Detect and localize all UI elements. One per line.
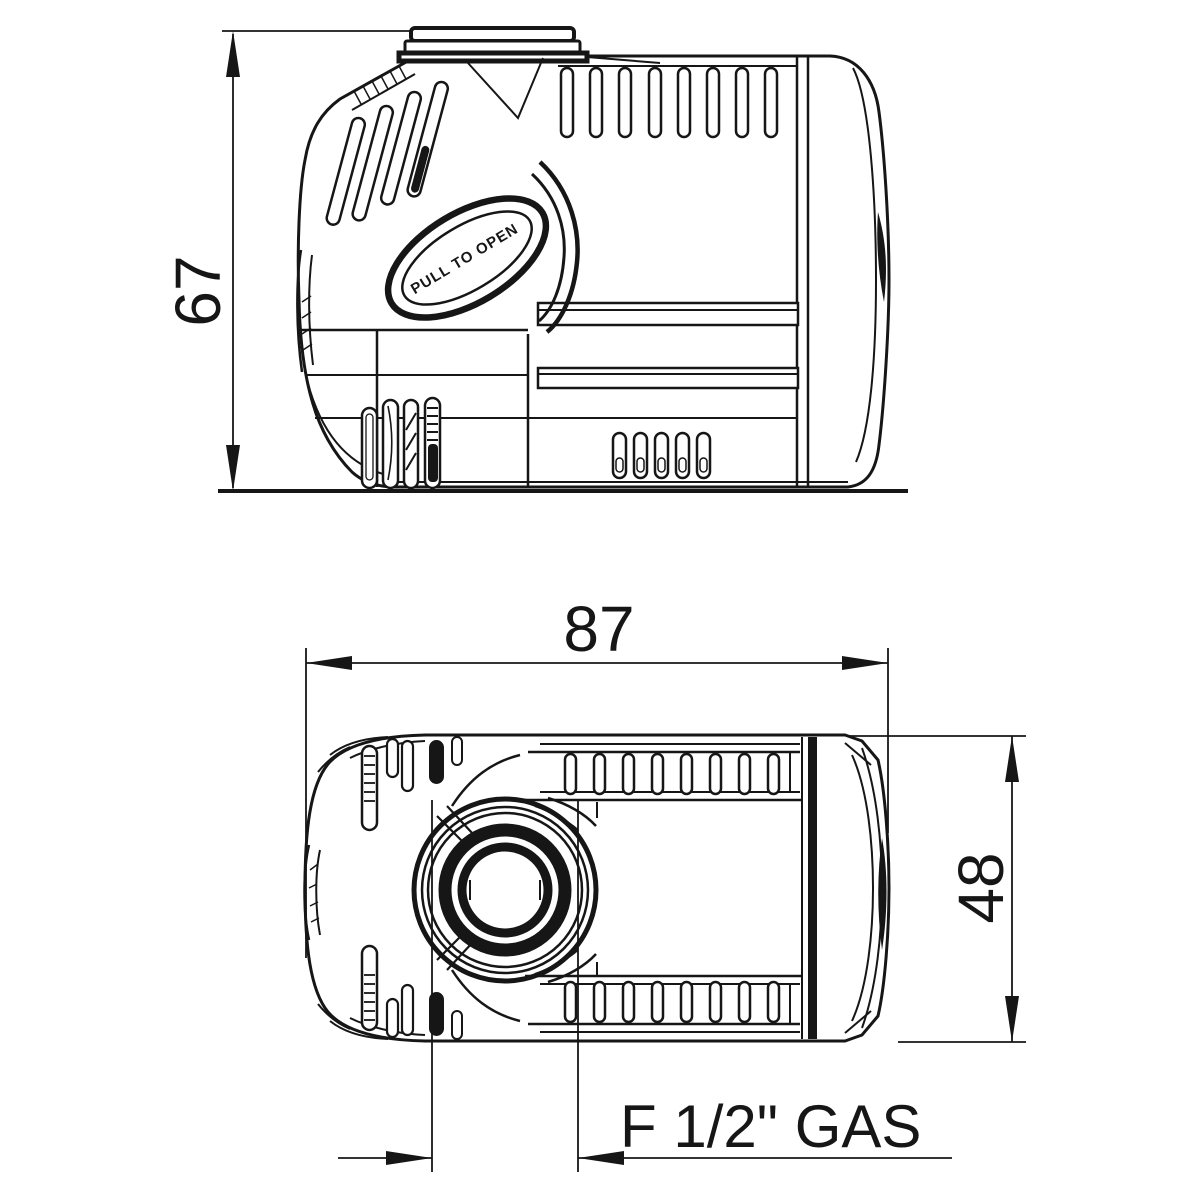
cap-shadow-crescent-plan bbox=[878, 838, 887, 950]
side-view: PULL TO OPEN 67 bbox=[162, 26, 908, 493]
arrow-right bbox=[386, 1151, 432, 1165]
bottom-left-slots bbox=[360, 396, 442, 490]
front-vent-slots bbox=[325, 57, 544, 226]
dim-48-text: 48 bbox=[945, 852, 1017, 923]
dimension-67: 67 bbox=[162, 30, 410, 491]
top-plan-view: 87 48 F 1/2" GAS bbox=[303, 593, 1026, 1172]
cap-shadow-crescent bbox=[877, 212, 886, 302]
outlet-panel bbox=[536, 301, 800, 390]
pull-to-open-badge: PULL TO OPEN bbox=[384, 160, 580, 334]
bottom-vent-slots bbox=[611, 431, 712, 480]
dimension-87: 87 bbox=[305, 593, 889, 958]
arrow-down bbox=[226, 445, 240, 491]
gas-thread-text: F 1/2" GAS bbox=[620, 1093, 921, 1160]
inlet-edge-crescent bbox=[296, 249, 314, 373]
badge-recess-inner bbox=[530, 172, 566, 323]
corner-curves bbox=[317, 736, 426, 1040]
dim-67-text: 67 bbox=[162, 255, 234, 326]
right-cap-detail bbox=[852, 67, 886, 463]
shoulder-hatch bbox=[351, 65, 416, 111]
arrow-left bbox=[306, 656, 352, 670]
plan-top-vents bbox=[525, 743, 802, 802]
dimension-gas-thread: F 1/2" GAS bbox=[338, 1093, 952, 1165]
dimension-48: 48 bbox=[848, 735, 1026, 1043]
arrow-up bbox=[1005, 736, 1019, 782]
outlet-cap bbox=[396, 26, 661, 64]
plan-right-cap bbox=[801, 737, 887, 1039]
badge-recess-outer bbox=[538, 160, 580, 334]
plan-nose-crescent bbox=[303, 844, 321, 941]
cap-seam bbox=[808, 737, 817, 1039]
arrow-right bbox=[842, 656, 888, 670]
threaded-port bbox=[411, 796, 599, 984]
arrow-down bbox=[1005, 996, 1019, 1042]
arrow-up bbox=[226, 31, 240, 77]
arrow-left bbox=[578, 1151, 624, 1165]
plan-bottom-vents bbox=[525, 974, 802, 1033]
top-vent-slots bbox=[558, 65, 797, 139]
dim-87-text: 87 bbox=[563, 593, 634, 665]
